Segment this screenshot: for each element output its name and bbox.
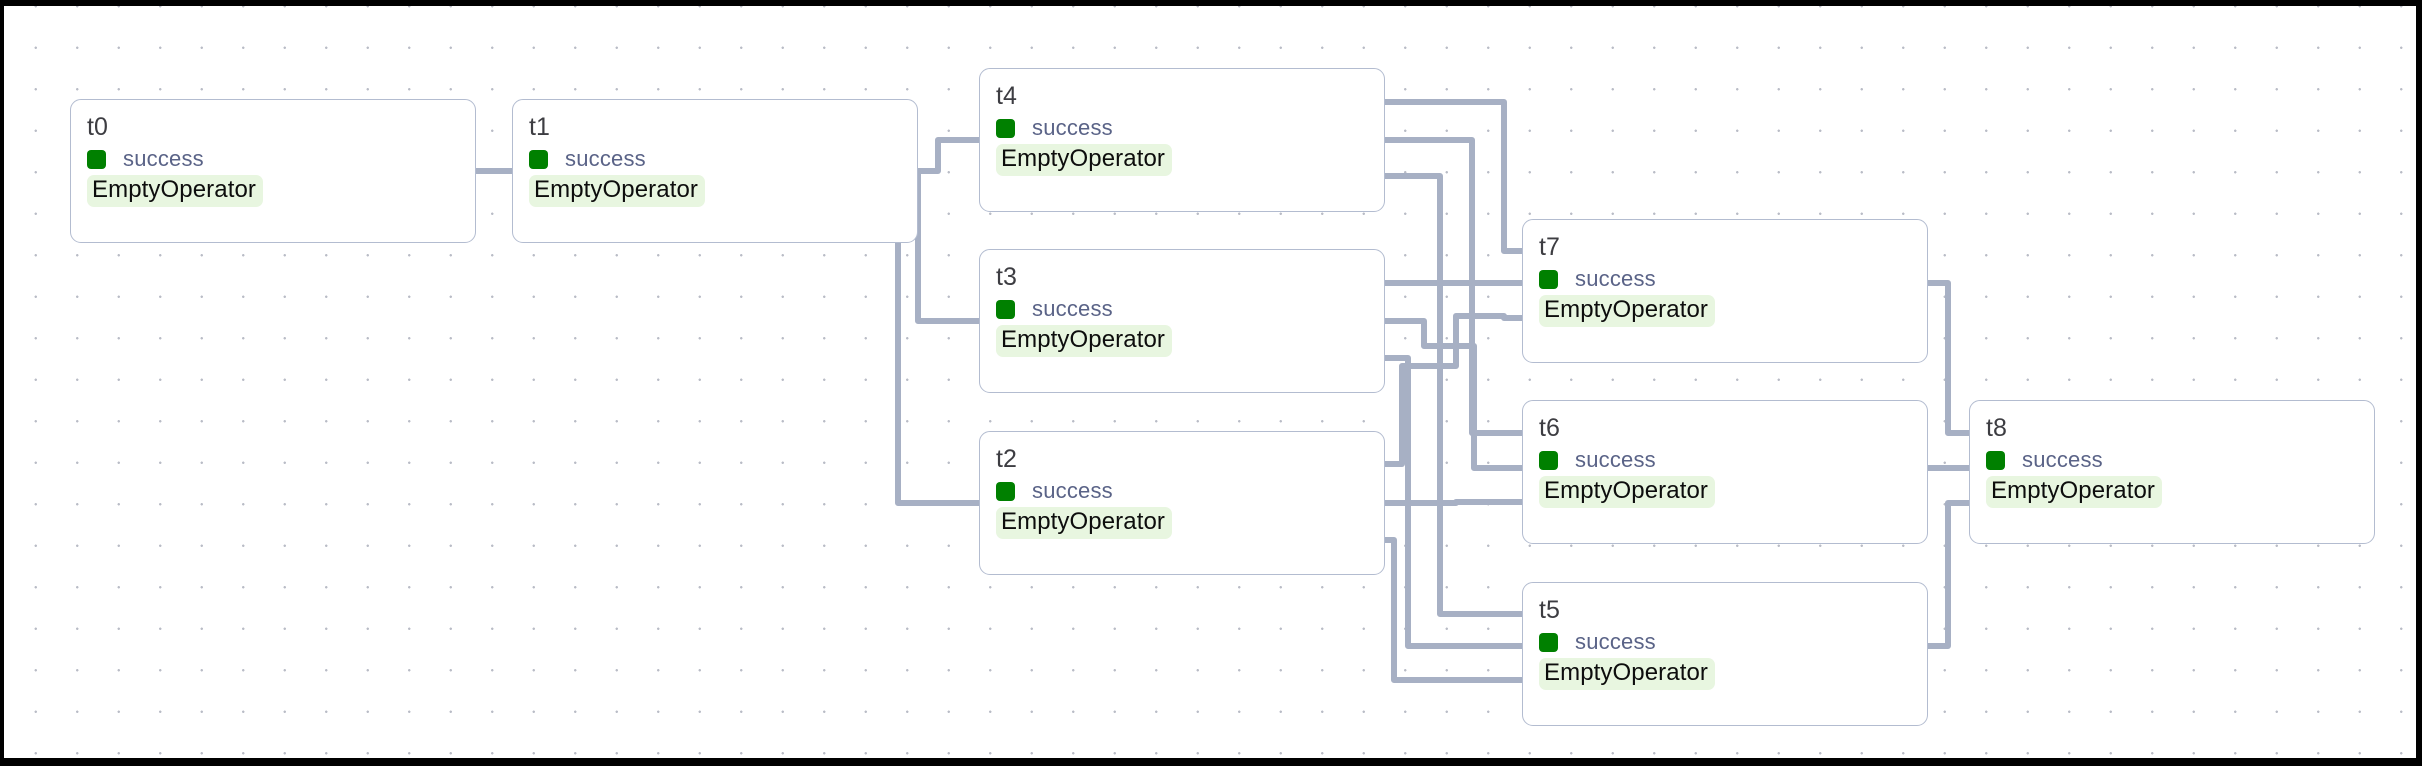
edge-t4-t7 <box>1385 99 1522 254</box>
task-node-title: t3 <box>996 263 1018 291</box>
task-node-status: success <box>1539 266 1911 292</box>
status-success-icon <box>1986 450 2005 470</box>
status-success-icon <box>996 481 1015 501</box>
task-node-t8[interactable]: t8 success EmptyOperator <box>1969 400 2375 544</box>
task-operator-pill: EmptyOperator <box>1986 476 2163 508</box>
task-operator-pill: EmptyOperator <box>996 144 1173 176</box>
task-status-label: success <box>1032 478 1113 503</box>
task-node-title: t7 <box>1539 233 1561 261</box>
task-node-title: t5 <box>1539 596 1561 624</box>
task-node-status: success <box>87 146 459 172</box>
task-node-status: success <box>996 478 1368 504</box>
task-node-title: t4 <box>996 82 1018 110</box>
status-success-icon <box>996 299 1015 319</box>
dag-graph-canvas[interactable]: t0 success EmptyOperator t1 success Empt… <box>4 6 2416 758</box>
edge-t7-t8 <box>1928 280 1969 436</box>
task-operator-pill: EmptyOperator <box>529 175 706 207</box>
task-operator-pill: EmptyOperator <box>1539 295 1716 327</box>
task-node-t7[interactable]: t7 success EmptyOperator <box>1522 219 1928 363</box>
task-node-title: t2 <box>996 445 1018 473</box>
task-node-t0[interactable]: t0 success EmptyOperator <box>70 99 476 243</box>
task-operator-pill: EmptyOperator <box>996 325 1173 357</box>
task-status-label: success <box>123 146 204 171</box>
task-node-status: success <box>529 146 901 172</box>
task-status-label: success <box>1032 296 1113 321</box>
task-node-title: t6 <box>1539 414 1561 442</box>
status-success-icon <box>87 149 106 169</box>
status-success-icon <box>1539 269 1558 289</box>
edge-t1-t4 <box>918 137 979 174</box>
edge-t3-t6 <box>1385 318 1522 471</box>
edge-t4-t6 <box>1385 137 1522 436</box>
status-success-icon <box>529 149 548 169</box>
task-node-status: success <box>996 296 1368 322</box>
task-status-label: success <box>1575 266 1656 291</box>
edge-t2-t7 <box>1385 313 1522 467</box>
status-success-icon <box>1539 632 1558 652</box>
edge-t2-t5 <box>1385 537 1522 683</box>
task-node-status: success <box>1539 447 1911 473</box>
edge-t5-t8 <box>1928 500 1969 649</box>
task-node-t3[interactable]: t3 success EmptyOperator <box>979 249 1385 393</box>
task-operator-pill: EmptyOperator <box>1539 476 1716 508</box>
edge-t3-t5 <box>1385 355 1522 649</box>
task-operator-pill: EmptyOperator <box>87 175 264 207</box>
task-operator-pill: EmptyOperator <box>996 507 1173 539</box>
task-status-label: success <box>565 146 646 171</box>
task-node-status: success <box>996 115 1368 141</box>
task-node-t1[interactable]: t1 success EmptyOperator <box>512 99 918 243</box>
status-success-icon <box>1539 450 1558 470</box>
task-node-title: t0 <box>87 113 109 141</box>
status-success-icon <box>996 118 1015 138</box>
edge-t2-t6 <box>1385 499 1522 506</box>
task-node-t2[interactable]: t2 success EmptyOperator <box>979 431 1385 575</box>
task-operator-pill: EmptyOperator <box>1539 658 1716 690</box>
task-node-t5[interactable]: t5 success EmptyOperator <box>1522 582 1928 726</box>
task-node-title: t8 <box>1986 414 2008 442</box>
task-node-t6[interactable]: t6 success EmptyOperator <box>1522 400 1928 544</box>
edge-t4-t5 <box>1385 173 1522 617</box>
task-node-t4[interactable]: t4 success EmptyOperator <box>979 68 1385 212</box>
task-node-status: success <box>1539 629 1911 655</box>
task-node-status: success <box>1986 447 2358 473</box>
task-status-label: success <box>1575 629 1656 654</box>
task-status-label: success <box>2022 447 2103 472</box>
edge-t1-t3 <box>915 171 979 324</box>
task-status-label: success <box>1032 115 1113 140</box>
task-status-label: success <box>1575 447 1656 472</box>
task-node-title: t1 <box>529 113 551 141</box>
